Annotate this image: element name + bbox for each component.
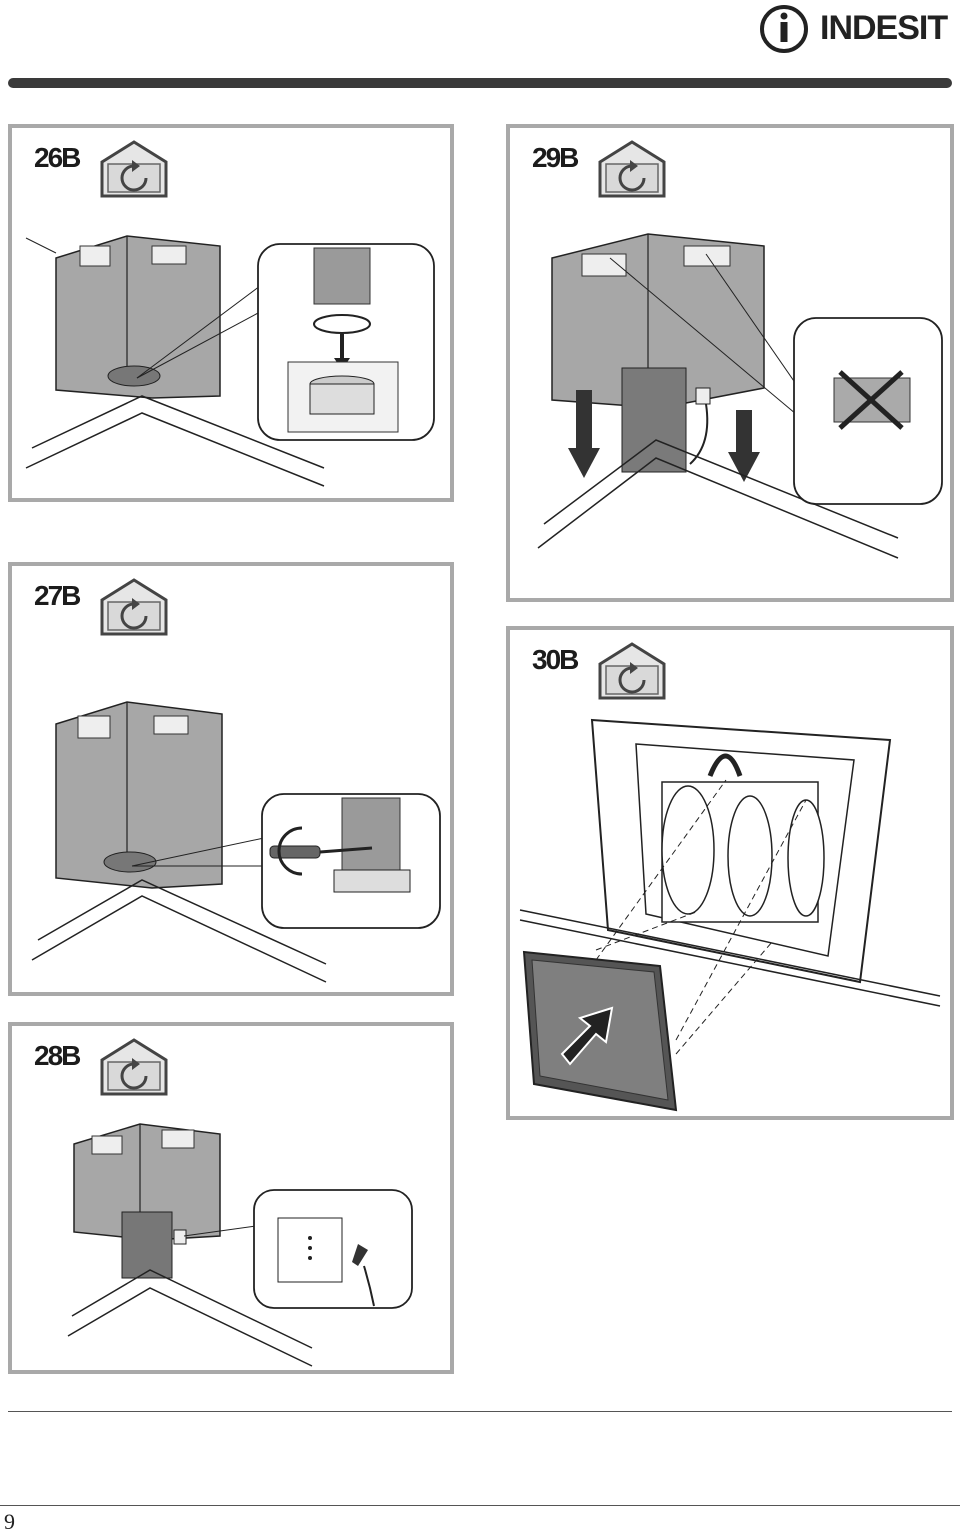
panel-30b: 30B [506, 626, 954, 1120]
panel-28b: 28B [8, 1022, 454, 1374]
house-recirculation-icon [598, 140, 666, 198]
house-recirculation-icon [100, 1038, 168, 1096]
hood-duct-illustration [25, 235, 435, 487]
hood-duct-illustration [67, 1123, 413, 1367]
footer-rule-bottom [0, 1505, 960, 1506]
panel-26b: 26B [8, 124, 454, 502]
footer-rule-top [8, 1411, 952, 1412]
panel-label: 28B [34, 1040, 81, 1071]
panel-label: 27B [34, 580, 81, 611]
house-recirculation-icon [100, 578, 168, 636]
header-rule [8, 78, 952, 88]
panel-27b: 27B [8, 562, 454, 996]
indesit-logo-icon [760, 5, 808, 53]
panel-label: 26B [34, 142, 81, 173]
brand-logo: INDESIT [758, 2, 954, 54]
hood-duct-illustration [537, 233, 943, 559]
panel-label: 29B [532, 142, 579, 173]
panel-label: 30B [532, 644, 579, 675]
page-number: 9 [4, 1509, 15, 1534]
filter-installation-illustration [519, 718, 941, 1112]
house-recirculation-icon [100, 140, 168, 198]
house-recirculation-icon [598, 642, 666, 700]
panel-29b: 29B [506, 124, 954, 602]
brand-name: INDESIT [820, 9, 948, 47]
hood-duct-illustration [31, 701, 441, 983]
